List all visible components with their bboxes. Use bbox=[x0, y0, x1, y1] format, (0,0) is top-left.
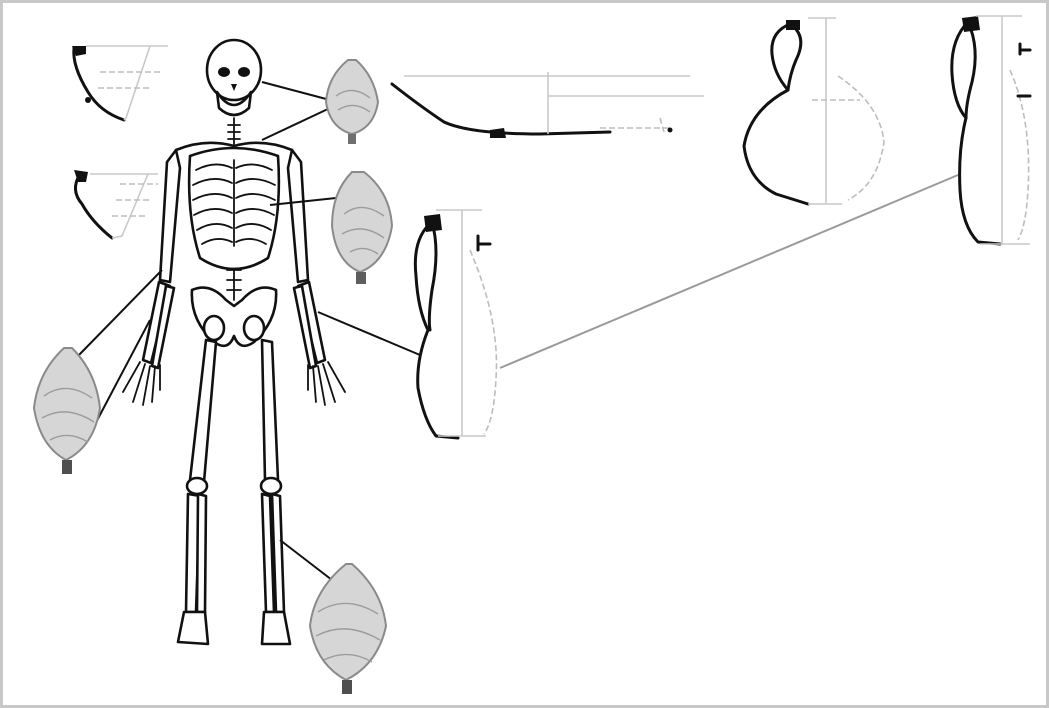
bowl-profile-2 bbox=[74, 170, 158, 238]
plate-profile bbox=[392, 72, 704, 138]
right-leg bbox=[261, 340, 290, 644]
right-arm bbox=[288, 150, 345, 405]
skull bbox=[207, 40, 261, 115]
bowl-profile-1 bbox=[72, 46, 168, 120]
vessel-photo-left bbox=[34, 348, 100, 474]
leader-rightarm-to-jug bbox=[318, 312, 420, 355]
left-leg bbox=[178, 340, 216, 644]
rib-cage bbox=[189, 148, 279, 269]
jug-profile-center bbox=[415, 210, 496, 438]
skeleton bbox=[123, 40, 345, 644]
vessel-photo-chest bbox=[332, 172, 392, 284]
vessel-photo-skull bbox=[326, 60, 378, 144]
jug-profile-upper-right bbox=[744, 18, 884, 204]
left-arm bbox=[123, 150, 180, 405]
leader-jug-to-far-jug bbox=[500, 175, 958, 368]
jug-profile-far-right bbox=[952, 16, 1030, 244]
leader-shoulder-to-vessel bbox=[262, 108, 330, 140]
leader-skull-to-vessel bbox=[262, 82, 330, 100]
vessel-photo-foot bbox=[310, 564, 386, 694]
